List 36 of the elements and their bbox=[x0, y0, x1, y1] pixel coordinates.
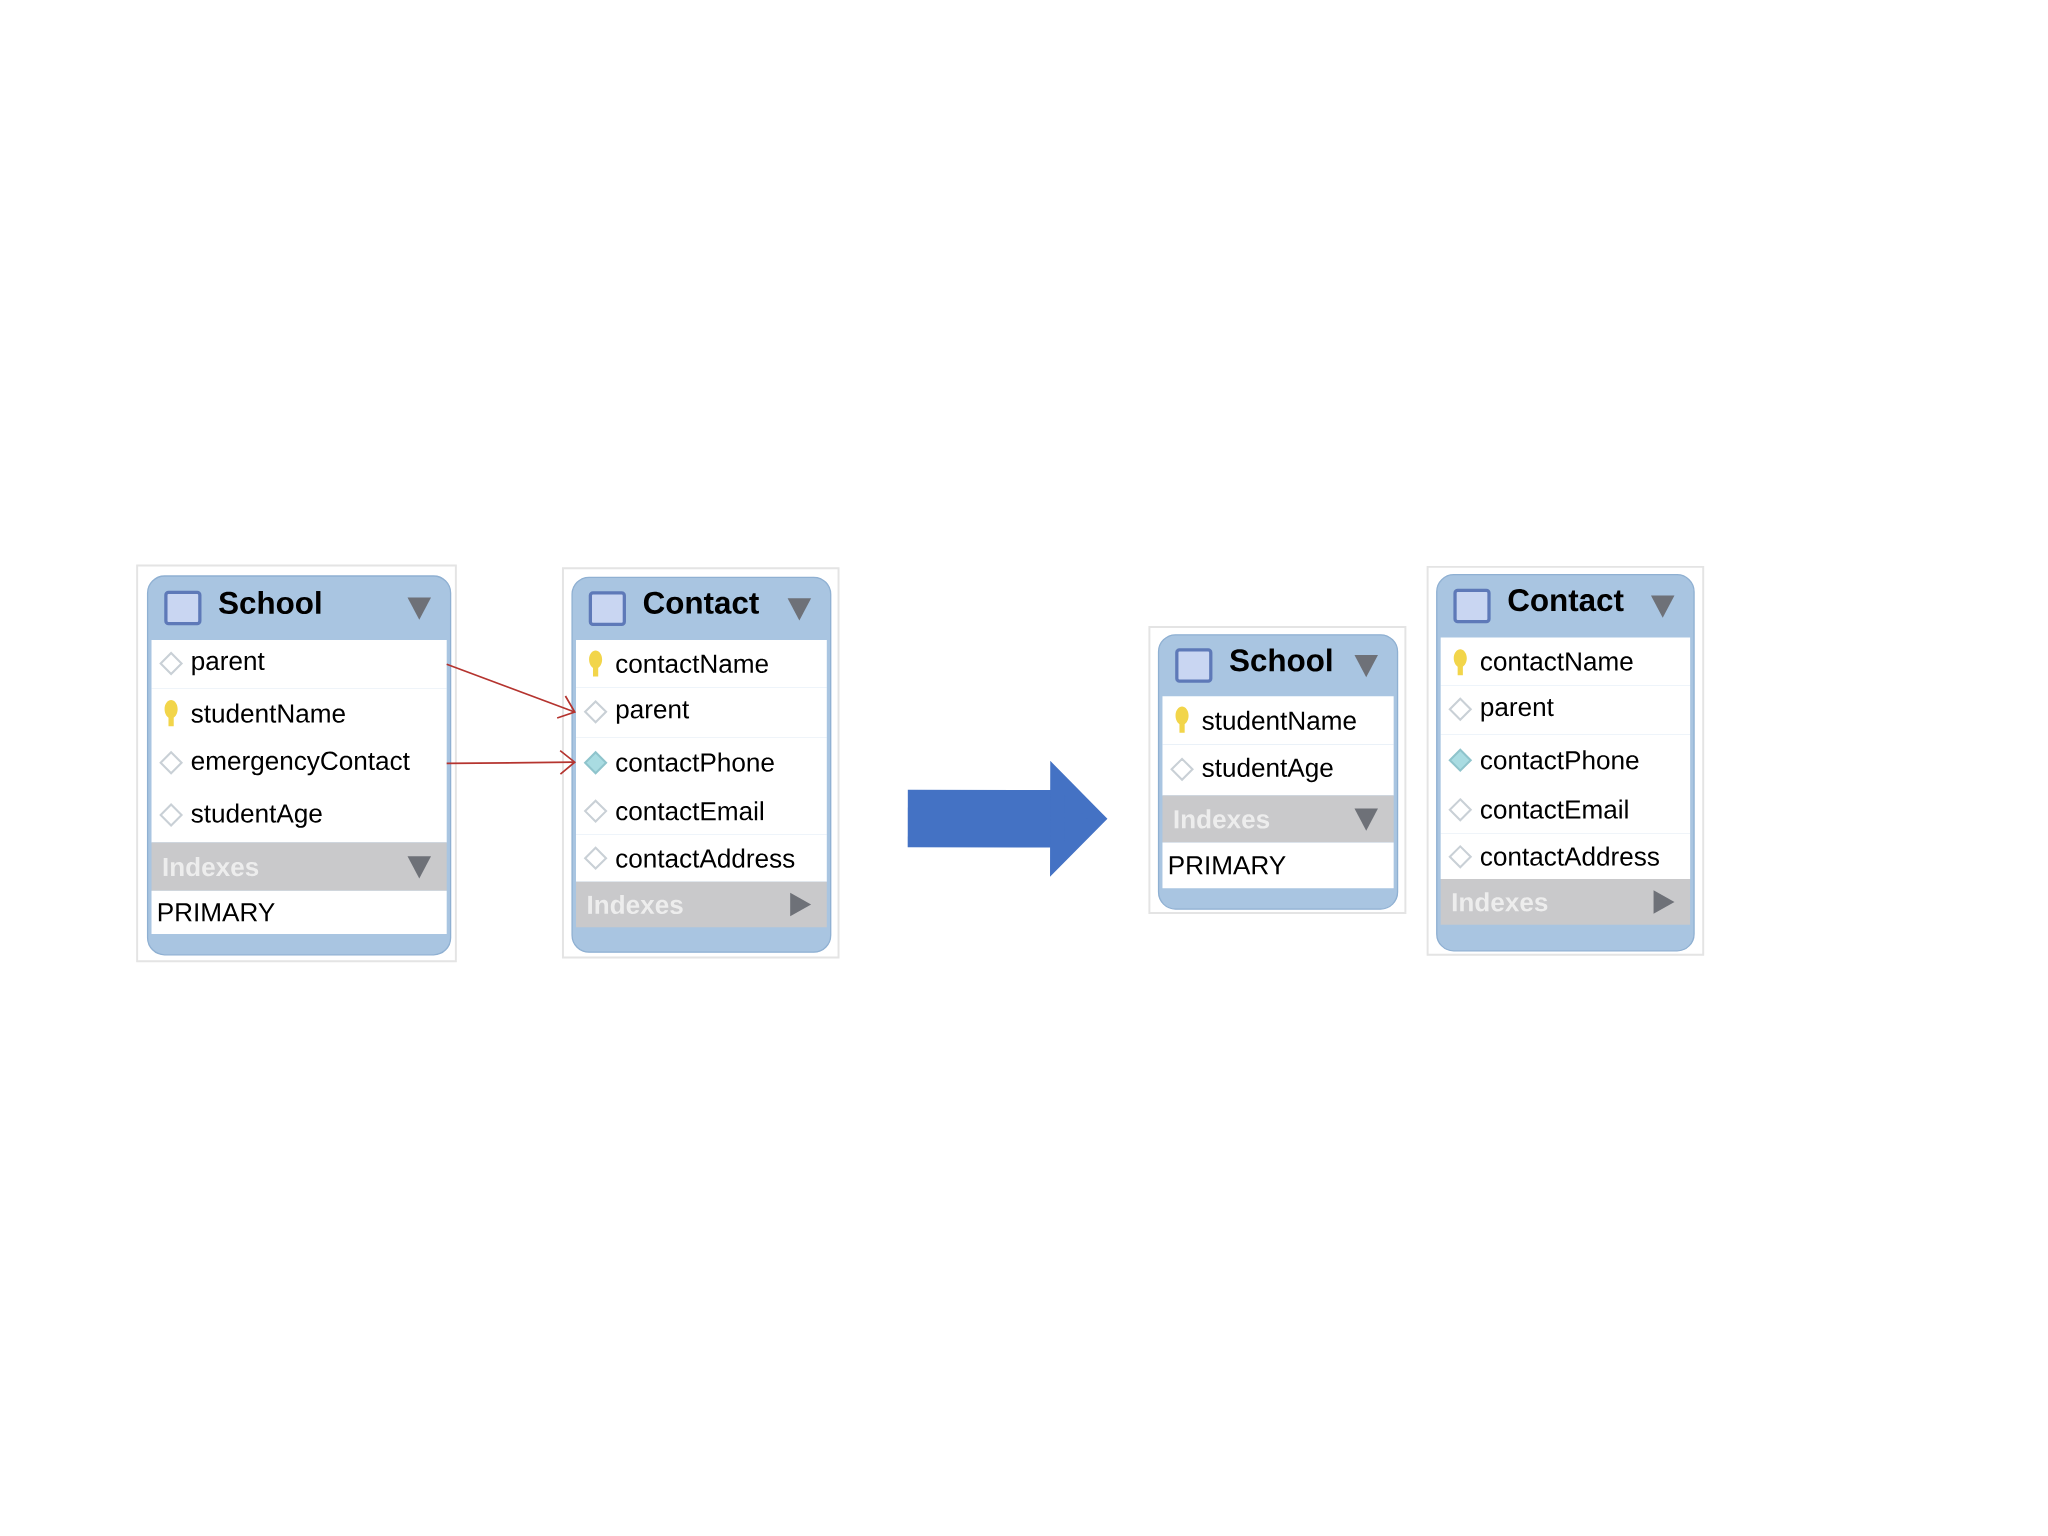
field-row: contactEmail bbox=[576, 786, 827, 835]
node-label: contactName bbox=[1480, 652, 1633, 671]
field-row: parent bbox=[576, 687, 827, 738]
arrow bbox=[445, 663, 576, 719]
node-label: studentName bbox=[1202, 710, 1356, 730]
field-row: studentName bbox=[1162, 696, 1394, 745]
field-row: contactName bbox=[576, 640, 827, 688]
field-row: contactPhone bbox=[1440, 734, 1691, 785]
field-row: contactEmail bbox=[1440, 785, 1691, 834]
node-label: contactEmail bbox=[1480, 799, 1628, 819]
node-label: emergencyContact bbox=[191, 751, 410, 776]
field-row: studentAge bbox=[1162, 744, 1394, 796]
node-label: studentName bbox=[191, 703, 345, 723]
field-row: parent bbox=[151, 640, 447, 689]
node-label: contactAddress bbox=[616, 848, 795, 868]
arrow bbox=[445, 749, 576, 775]
index-row: PRIMARY bbox=[1162, 842, 1394, 889]
node-label: studentAge bbox=[1202, 757, 1333, 783]
field-row: contactPhone bbox=[576, 737, 827, 787]
node-label: parent bbox=[192, 653, 265, 676]
node-label: studentAge bbox=[191, 803, 322, 828]
field-row: contactAddress bbox=[1440, 833, 1691, 880]
field-row: contactName bbox=[1440, 637, 1691, 686]
node-label: parent bbox=[1481, 699, 1554, 722]
node-label: contactPhone bbox=[616, 752, 774, 772]
field-row: contactAddress bbox=[576, 834, 827, 882]
field-row: studentAge bbox=[151, 788, 447, 843]
node-label: contactEmail bbox=[616, 801, 763, 821]
node-label: contactName bbox=[616, 654, 768, 673]
node-label: contactPhone bbox=[1480, 750, 1639, 770]
field-row: studentName bbox=[151, 688, 447, 738]
field-row: emergencyContact bbox=[151, 737, 447, 789]
node-label: contactAddress bbox=[1480, 846, 1659, 866]
field-row: parent bbox=[1440, 685, 1691, 735]
index-row: PRIMARY bbox=[151, 890, 447, 934]
node-label: parent bbox=[616, 701, 690, 724]
